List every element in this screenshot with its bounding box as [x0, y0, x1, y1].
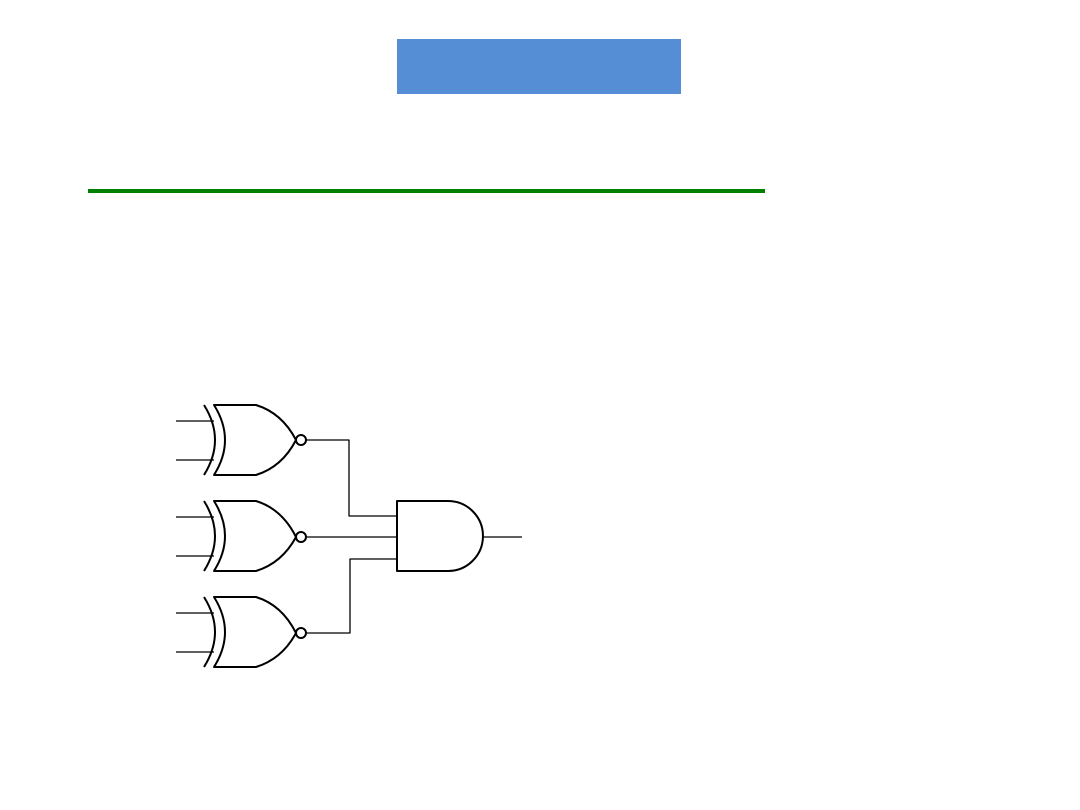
title-box — [397, 39, 681, 94]
xnor-gate-3 — [176, 596, 307, 668]
xnor-gate-2 — [176, 500, 307, 572]
title-divider — [88, 189, 765, 193]
wire-1 — [306, 439, 397, 517]
xnor-gate-1 — [176, 404, 307, 476]
and-gate — [396, 500, 522, 572]
wire-3 — [306, 558, 397, 634]
connecting-wires — [306, 439, 397, 634]
